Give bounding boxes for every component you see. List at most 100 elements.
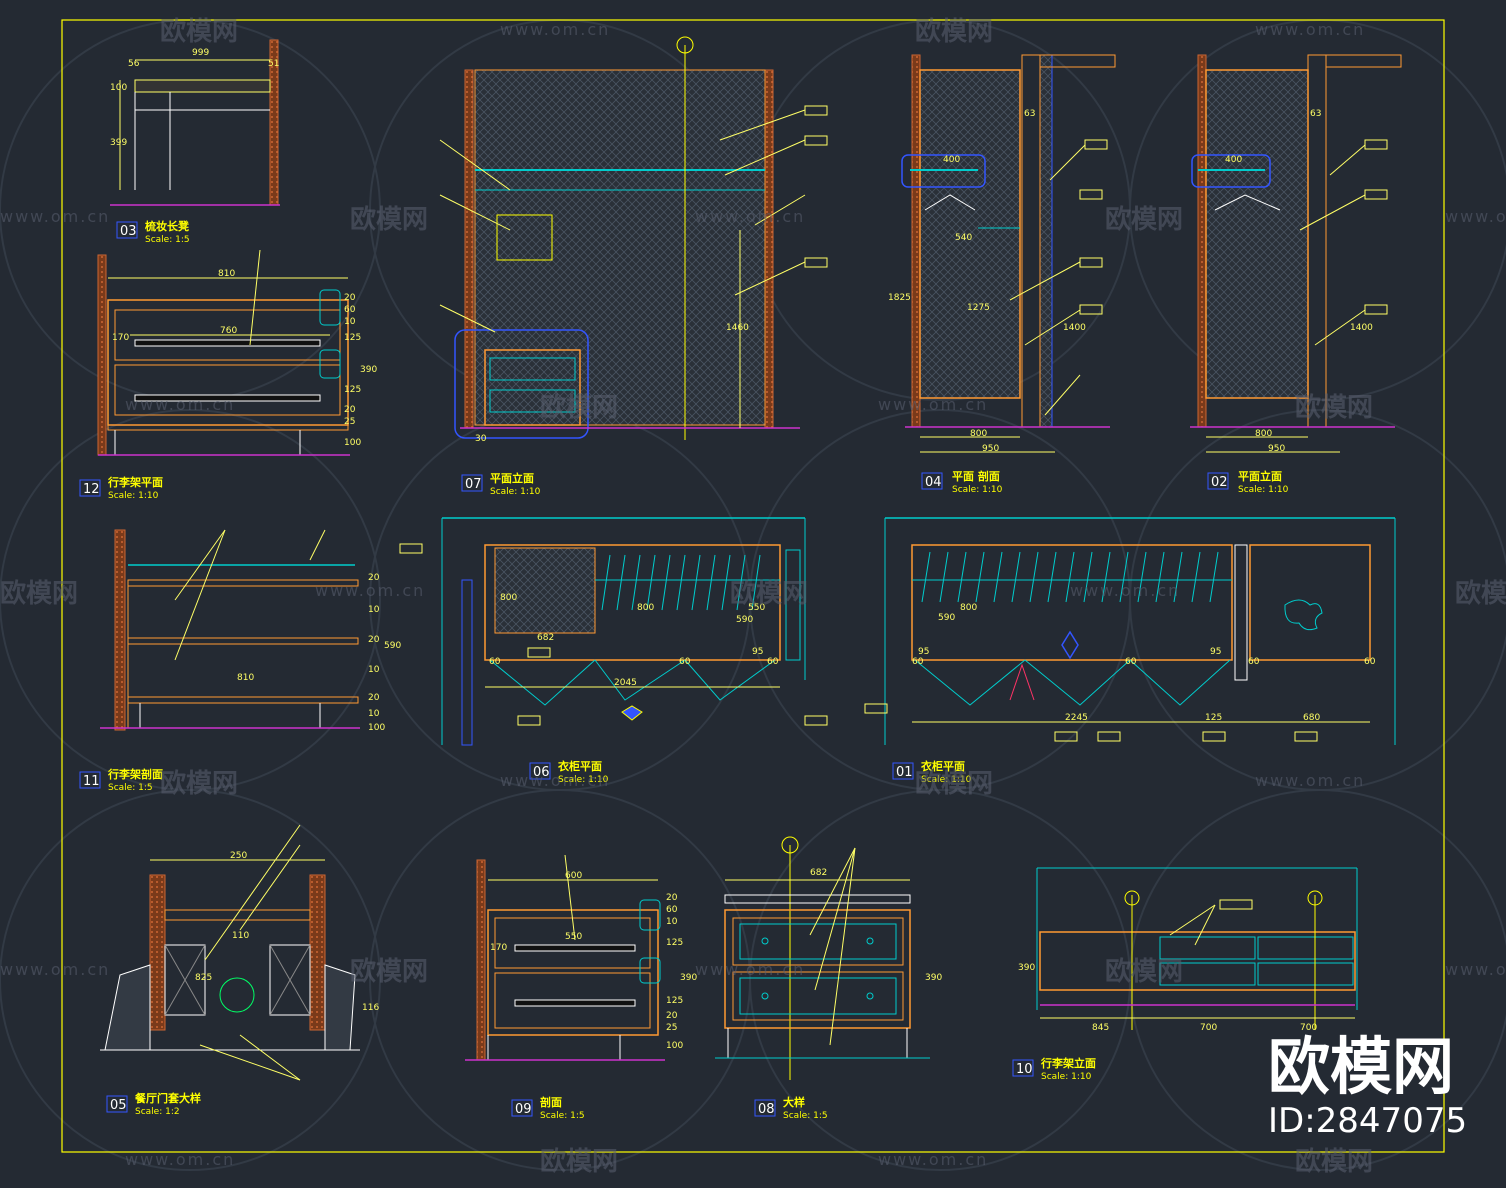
dim: 810 (218, 269, 235, 279)
dim: 95 (752, 647, 763, 657)
dim: 700 (1200, 1023, 1217, 1033)
dim: 400 (1225, 155, 1242, 165)
watermark-url: www.om.cn (0, 960, 110, 979)
dim: 10 (368, 665, 380, 675)
dim: 60 (1364, 657, 1376, 667)
watermark-text: 欧模网 (160, 768, 238, 799)
watermark-text: 欧模网 (160, 16, 238, 47)
drawing-title: 衣柜平面 (921, 759, 965, 773)
drawing-01: 590 800 95 95 60 60 60 60 2245 125 680 0… (864, 517, 1396, 785)
watermark-url: www.om.cn (695, 960, 805, 979)
watermark-url: www.om.cn (125, 1150, 235, 1169)
dim: 20 (368, 693, 380, 703)
dim: 60 (489, 657, 501, 667)
dim: 63 (1310, 109, 1321, 119)
dim: 1460 (726, 323, 749, 333)
drawing-number: 03 (120, 224, 137, 239)
dim: 845 (1092, 1023, 1109, 1033)
drawing-title: 行李架平面 (107, 475, 163, 489)
drawing-scale: Scale: 1:5 (783, 1111, 828, 1121)
drawing-scale: Scale: 1:5 (108, 783, 153, 793)
watermark-text: 欧模网 (915, 768, 993, 799)
dim: 700 (1300, 1023, 1317, 1033)
dim: 400 (943, 155, 960, 165)
dim: 550 (565, 932, 582, 942)
dim: 800 (500, 593, 517, 603)
dim: 390 (1018, 963, 1035, 973)
drawing-scale: Scale: 1:10 (108, 491, 159, 501)
dim: 20 (666, 1011, 678, 1021)
watermark-url: www.om.cn (1445, 960, 1506, 979)
watermark-url: www.om.cn (315, 581, 425, 600)
dim: 390 (360, 365, 377, 375)
dim: 60 (912, 657, 924, 667)
dim: 1275 (967, 303, 990, 313)
watermark-text: 欧模网 (1105, 956, 1183, 987)
dim: 800 (970, 429, 987, 439)
dim: 390 (680, 973, 697, 983)
dim: 682 (810, 868, 827, 878)
dim: 10 (368, 709, 380, 719)
watermark-text: 欧模网 (915, 16, 993, 47)
brand-logo-text: 欧模网 (1268, 1030, 1454, 1103)
drawing-10: 390 845 700 700 10 行李架立面 Scale: 1:10 (1012, 867, 1358, 1082)
watermark-text: 欧模网 (540, 392, 618, 423)
watermark-text: 欧模网 (350, 204, 428, 235)
drawing-03: 999 56 51 100 399 03 梳妆长凳 Scale: 1:5 (110, 39, 280, 245)
dim: 800 (960, 603, 977, 613)
dim: 390 (925, 973, 942, 983)
dim: 116 (362, 1003, 379, 1013)
drawing-11: 810 20 10 20 10 20 10 100 590 11 行李架剖面 S… (79, 529, 423, 793)
watermark-text: 欧模网 (540, 1146, 618, 1177)
dim: 30 (475, 434, 487, 444)
dim: 125 (344, 333, 361, 343)
drawing-number: 05 (110, 1098, 127, 1113)
watermark-text: 欧模网 (1455, 578, 1506, 609)
drawing-scale: Scale: 1:10 (1238, 485, 1289, 495)
drawing-number: 06 (533, 765, 550, 780)
drawing-08: 682 390 08 大样 Scale: 1:5 (715, 836, 942, 1121)
dim: 100 (110, 83, 127, 93)
watermark-url: www.om.cn (1070, 581, 1180, 600)
dim: 25 (344, 417, 355, 427)
drawing-06: 800 800 682 590 550 60 60 60 2045 95 06 … (441, 517, 828, 785)
drawing-number: 08 (758, 1102, 775, 1117)
drawing-scale: Scale: 1:10 (490, 487, 541, 497)
dim: 56 (128, 59, 140, 69)
drawing-number: 12 (83, 482, 100, 497)
dim: 2245 (1065, 713, 1088, 723)
drawing-title: 餐厅门套大样 (134, 1091, 201, 1105)
drawing-title: 平面立面 (1238, 469, 1282, 483)
dim: 60 (1248, 657, 1260, 667)
watermark-text: 欧模网 (1295, 1146, 1373, 1177)
drawing-07: 1460 30 07 平面立面 Scale: 1:10 (439, 36, 828, 497)
dim: 950 (982, 444, 999, 454)
drawing-scale: Scale: 1:5 (540, 1111, 585, 1121)
dim: 110 (232, 931, 249, 941)
dim: 550 (748, 603, 765, 613)
dim: 250 (230, 851, 247, 861)
drawing-09: 600 550 170 20 60 10 125 390 125 20 25 1… (465, 854, 697, 1121)
watermark-url: www.om.cn (1255, 771, 1365, 790)
drawing-scale: Scale: 1:10 (952, 485, 1003, 495)
dim: 100 (368, 723, 385, 733)
dim: 399 (110, 138, 127, 148)
dim: 100 (666, 1041, 683, 1051)
dim: 20 (368, 573, 380, 583)
sheet-frame (61, 19, 1445, 1153)
brand-id-text: ID:2847075 (1268, 1101, 1467, 1141)
drawing-number: 07 (465, 477, 482, 492)
drawing-scale: Scale: 1:10 (1041, 1072, 1092, 1082)
dim: 10 (344, 317, 356, 327)
watermark-text: 欧模网 (1295, 392, 1373, 423)
drawing-05: 250 110 825 116 05 餐厅门套大样 Scale: 1:2 (100, 824, 379, 1117)
dim: 800 (1255, 429, 1272, 439)
watermark-circles (0, 19, 1506, 1171)
dim: 800 (637, 603, 654, 613)
drawing-02: 400 1400 63 800 950 02 平面立面 Scale: 1:10 (1190, 54, 1402, 495)
watermark-url: www.om.cn (500, 20, 610, 39)
drawing-number: 11 (83, 774, 100, 789)
drawing-title: 平面 剖面 (952, 469, 1000, 483)
dim: 63 (1024, 109, 1035, 119)
